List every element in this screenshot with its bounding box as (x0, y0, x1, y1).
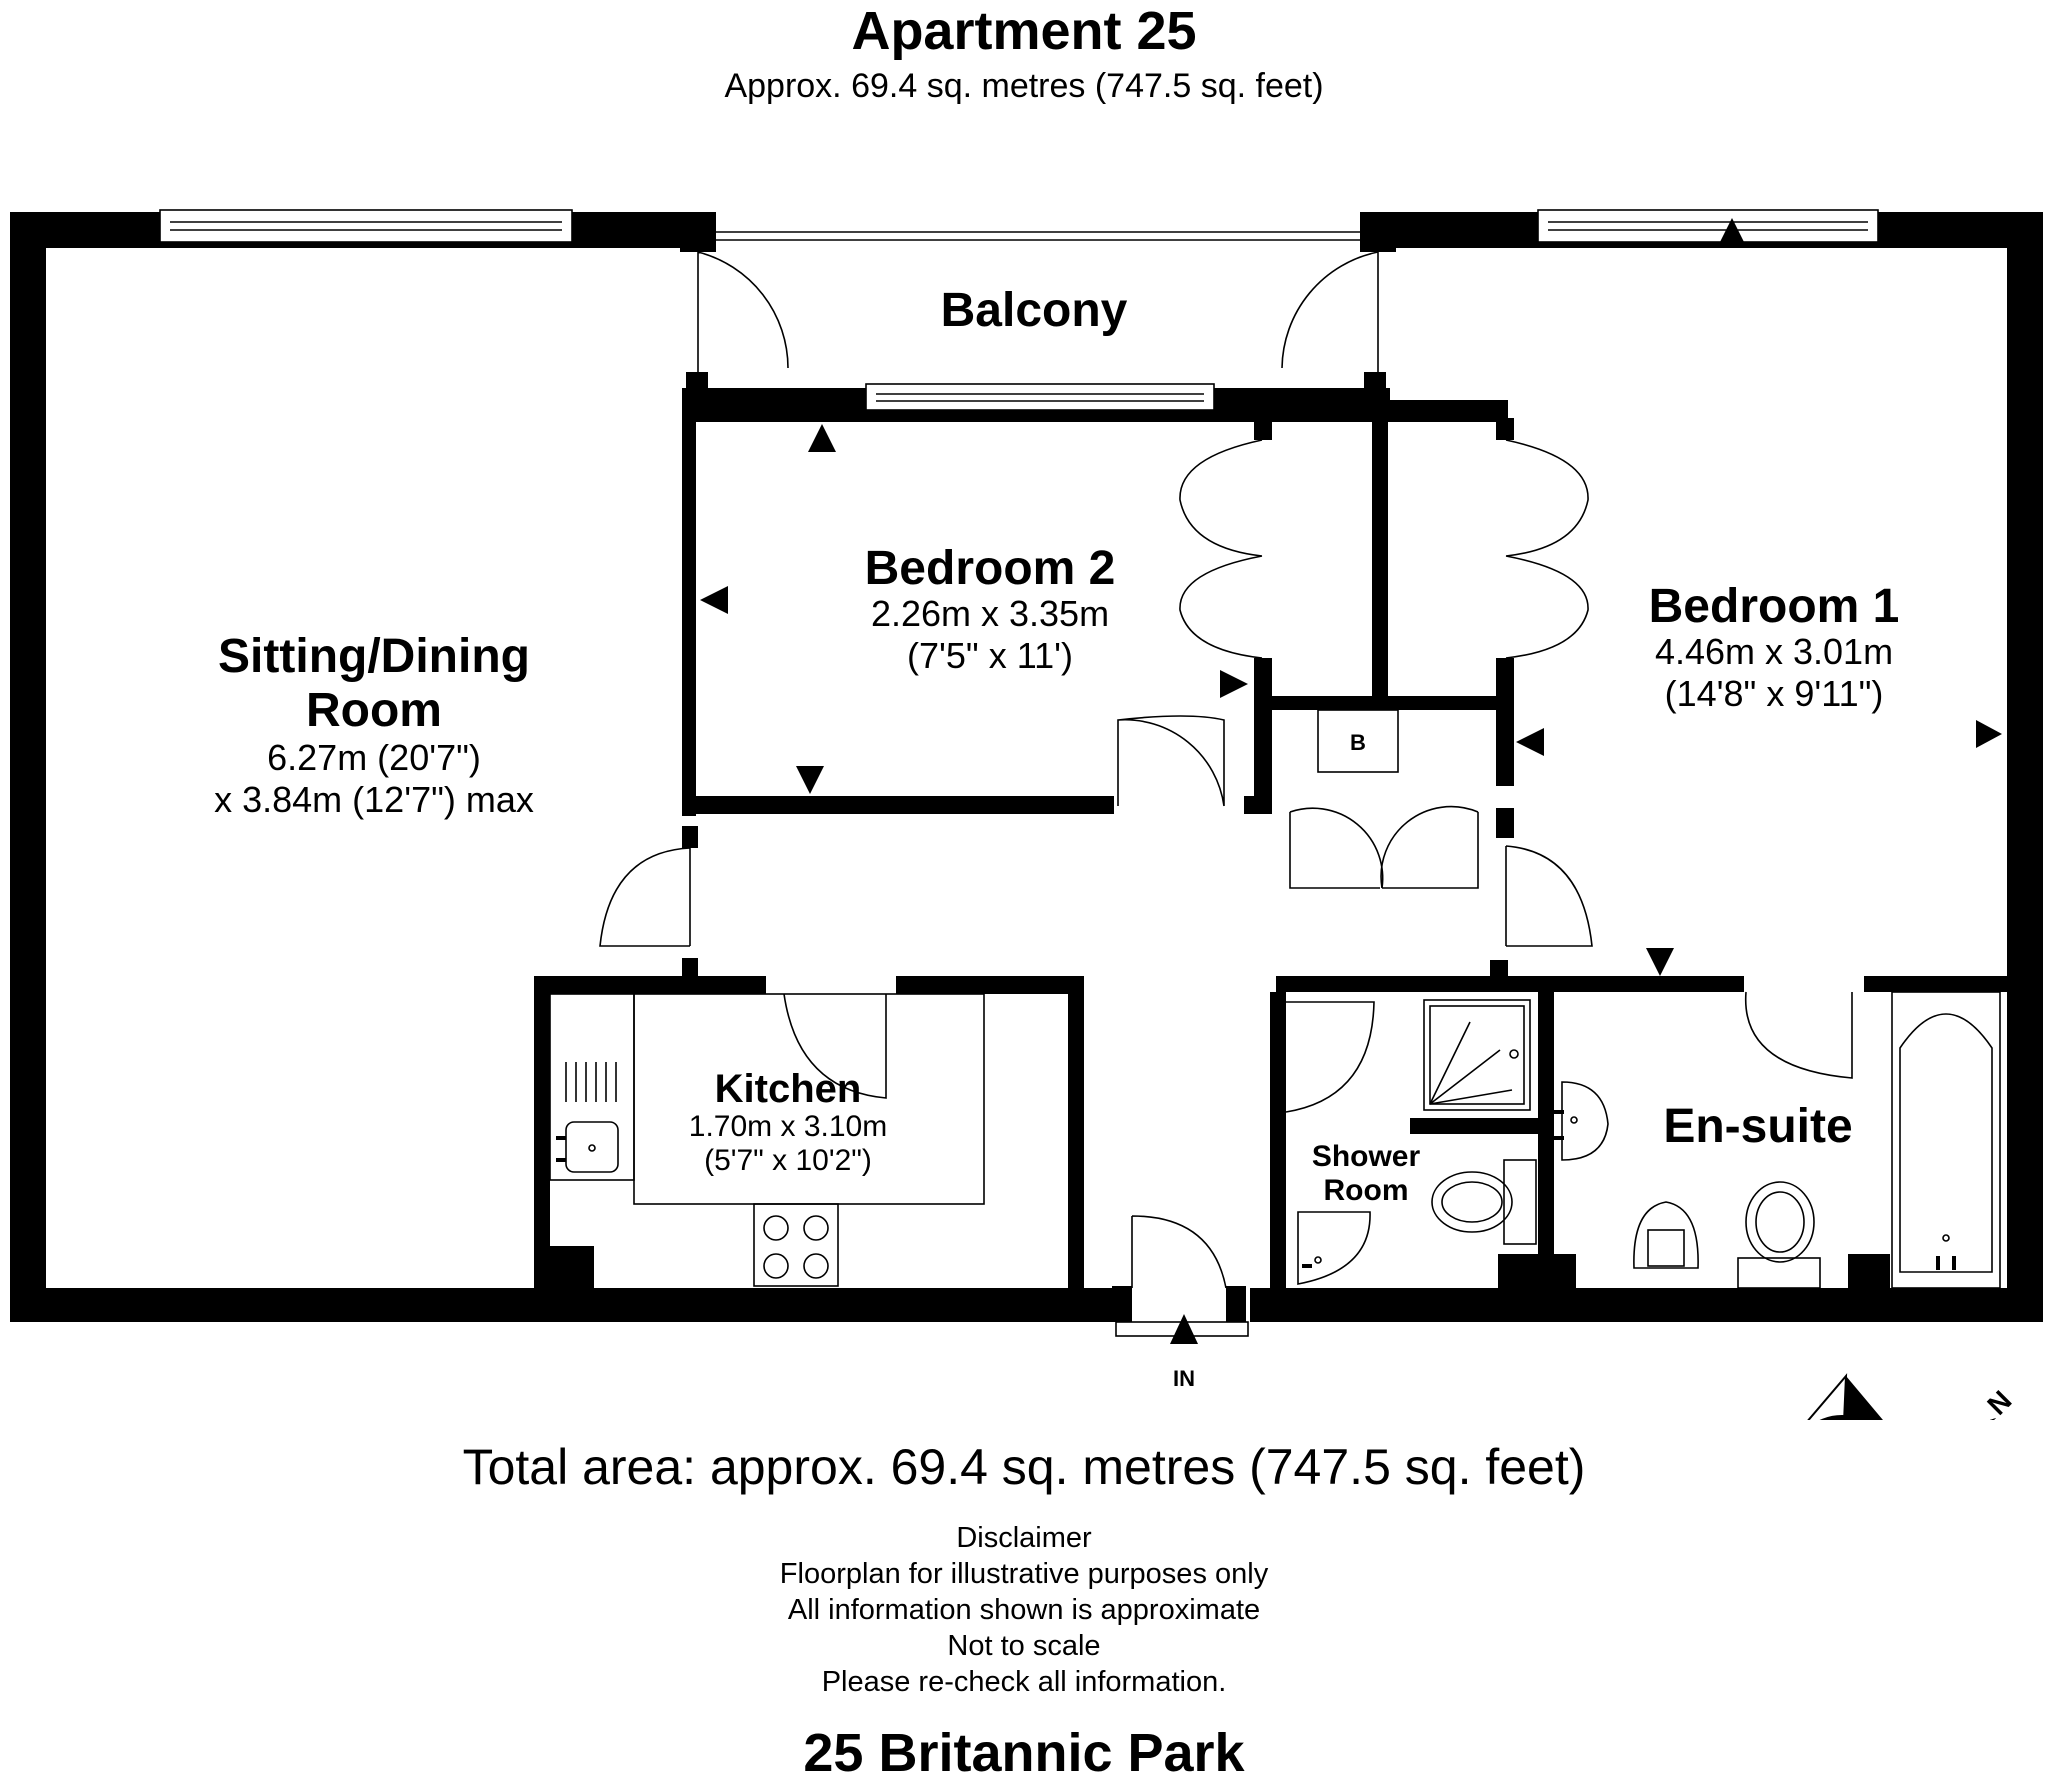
toilet-icon (1431, 1171, 1513, 1233)
bedroom2-dim-metric: 2.26m x 3.35m (871, 593, 1109, 634)
bedroom1-dim-metric: 4.46m x 3.01m (1655, 631, 1893, 672)
shower-room-name: Shower (1312, 1140, 1421, 1173)
disclaimer: Disclaimer Floorplan for illustrative pu… (0, 1520, 2048, 1700)
arrow-up-icon (1718, 218, 1746, 246)
arrow-right-icon (1220, 670, 1248, 698)
shower-room-name-2: Room (1324, 1174, 1409, 1207)
total-area: Total area: approx. 69.4 sq. metres (747… (462, 1439, 1586, 1495)
sink-icon (565, 1121, 619, 1173)
hob-icon (763, 1215, 829, 1279)
basin-icon (1561, 1081, 1609, 1161)
bidet-icon (1633, 1201, 1699, 1269)
arrow-up-icon (808, 424, 836, 452)
markers (700, 218, 2002, 1344)
sitting-room-name-2: Room (306, 684, 442, 737)
bedroom2-dim-imperial: (7'5" x 11') (907, 635, 1073, 676)
shower-tray-icon (1423, 999, 1531, 1111)
balcony-label: Balcony (941, 284, 1128, 337)
sitting-room-dim-2: x 3.84m (12'7") max (214, 779, 534, 820)
entrance-arrow-icon (1170, 1314, 1198, 1344)
arrow-down-icon (796, 766, 824, 794)
toilet-cistern-icon (1737, 1257, 1821, 1289)
boiler-label: B (1350, 730, 1366, 755)
kitchen-dim-metric: 1.70m x 3.10m (689, 1110, 887, 1143)
disclaimer-line: Disclaimer (956, 1522, 1092, 1554)
boiler-box (1317, 709, 1399, 773)
windows (159, 209, 1879, 411)
doors (599, 251, 1853, 1337)
arrow-down-icon (1646, 948, 1674, 976)
bedroom2-name: Bedroom 2 (865, 542, 1116, 595)
ensuite-name: En-suite (1663, 1100, 1852, 1153)
arrow-left-icon (1516, 728, 1544, 756)
toilet-cistern-icon (1503, 1159, 1537, 1245)
page-subtitle: Approx. 69.4 sq. metres (747.5 sq. feet) (724, 67, 1324, 105)
bedroom1-name: Bedroom 1 (1649, 580, 1900, 633)
bath-icon (1891, 991, 2001, 1289)
arrow-right-icon (1976, 720, 2002, 748)
entrance-label: IN (1173, 1366, 1195, 1391)
arrow-left-icon (700, 586, 728, 614)
disclaimer-line: Please re-check all information. (821, 1666, 1227, 1698)
disclaimer-line: Floorplan for illustrative purposes only (779, 1558, 1269, 1590)
kitchen-dim-imperial: (5'7" x 10'2") (704, 1144, 872, 1177)
basin-icon (1297, 1211, 1371, 1285)
ensuite-fittings (1554, 991, 2001, 1289)
kitchen-fittings (549, 993, 985, 1287)
shower-room-fittings (1297, 999, 1537, 1285)
sitting-room-name: Sitting/Dining (218, 630, 530, 683)
drainer-icon (565, 1062, 617, 1102)
sitting-room-dim-1: 6.27m (20'7") (267, 737, 481, 778)
floor-plan: B Balcony Sitting/Dining Room 6.27m (20'… (10, 209, 2043, 1420)
page-title: Apartment 25 (851, 1, 1197, 61)
toilet-icon (1745, 1181, 1815, 1263)
walls (10, 212, 2043, 1322)
disclaimer-line: All information shown is approximate (787, 1594, 1261, 1626)
disclaimer-line: Not to scale (947, 1630, 1101, 1662)
bedroom1-dim-imperial: (14'8" x 9'11") (1665, 673, 1884, 714)
kitchen-name: Kitchen (715, 1067, 862, 1111)
compass-icon (1807, 1373, 1996, 1420)
address: 25 Britannic Park (803, 1723, 1245, 1783)
